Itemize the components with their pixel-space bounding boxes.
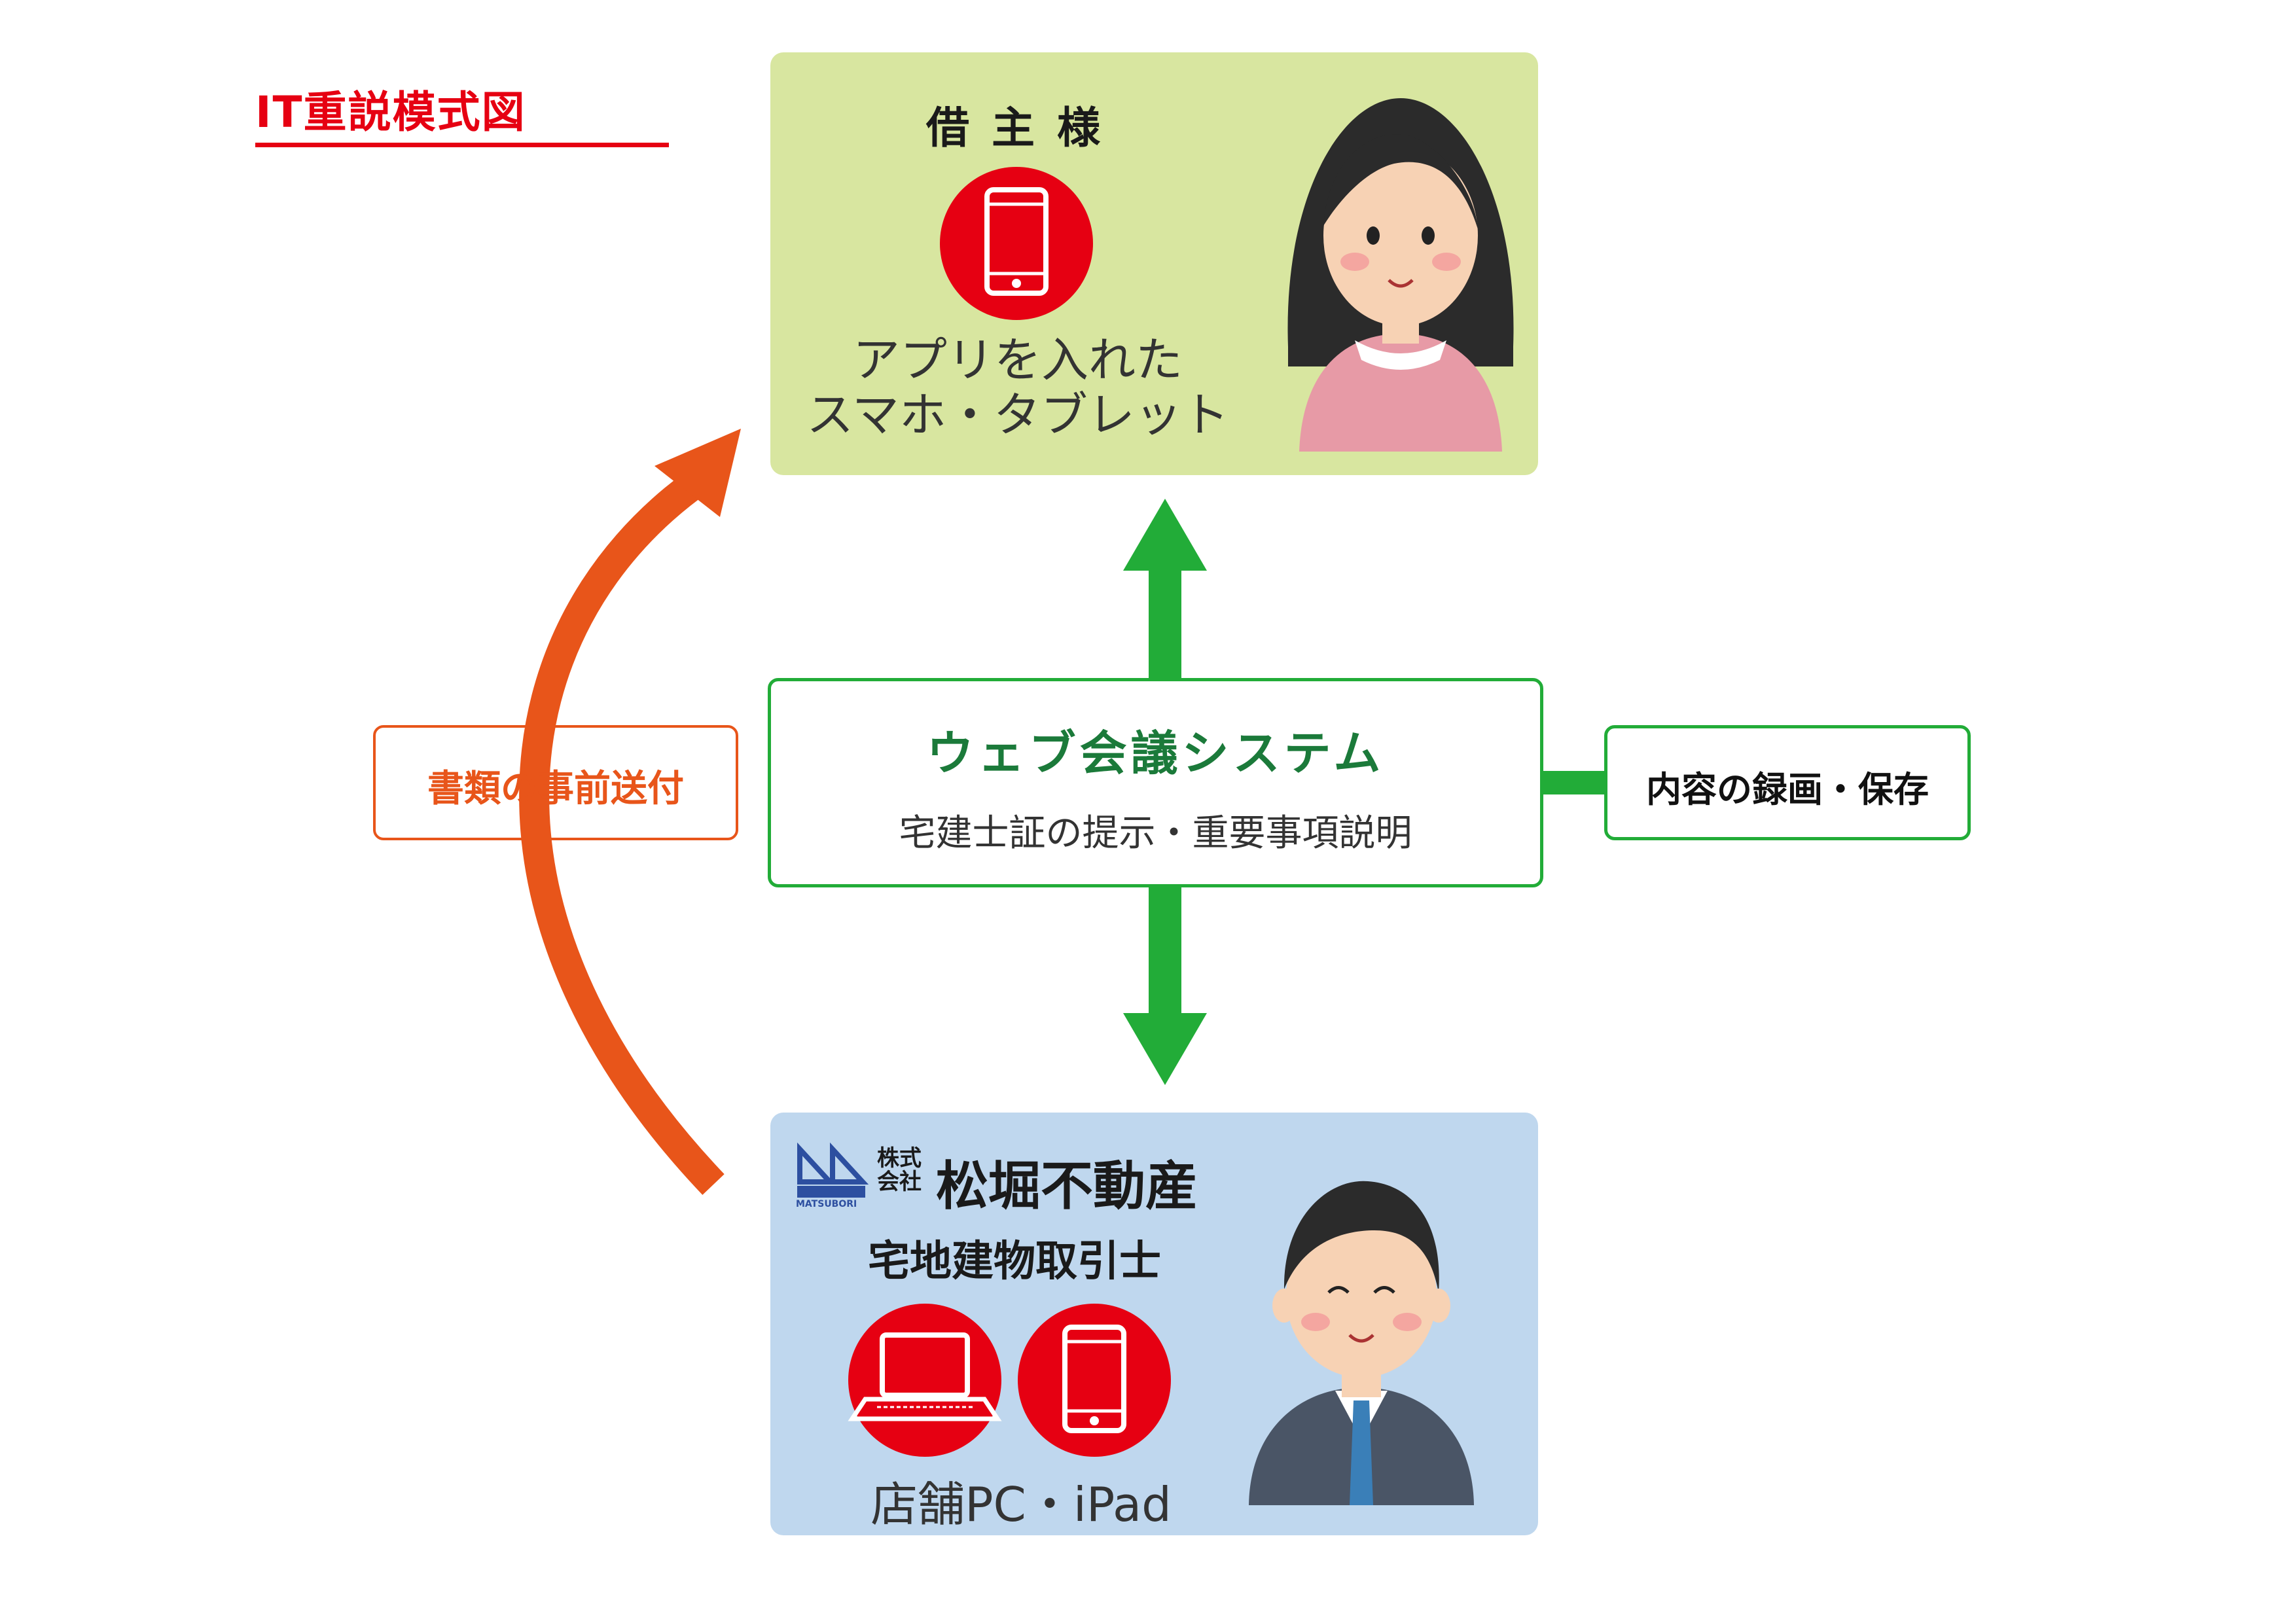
- documents-box: [373, 725, 738, 840]
- documents-label: 書類の事前送付: [427, 768, 684, 810]
- logo-caption: MATSUBORI: [796, 1199, 857, 1209]
- arrow-curve-orange: [519, 429, 741, 1195]
- company-logo-icon: [797, 1142, 869, 1198]
- borrower-device-label: アプリを入れた スマホ・タブレット: [805, 332, 1230, 442]
- laptop-icon: [848, 1304, 1002, 1457]
- borrower-device-line2: スマホ・タブレット: [806, 387, 1229, 442]
- borrower-device-line1: アプリを入れた: [852, 332, 1183, 387]
- company-prefix-line2: 会社: [877, 1169, 922, 1195]
- woman-illustration: [1287, 98, 1514, 452]
- company-prefix: 株式 会社: [877, 1147, 922, 1194]
- recording-label: 内容の録画・保存: [1646, 769, 1929, 810]
- agent-role-label: 宅地建物取引士: [868, 1238, 1161, 1286]
- borrower-label: 借主様: [926, 103, 1122, 153]
- arrow-up-green: [1123, 499, 1207, 678]
- company-prefix-line1: 株式: [877, 1145, 922, 1171]
- ipad-phone-icon: [1018, 1304, 1171, 1457]
- web-meeting-title: ウェブ会議システム: [926, 726, 1385, 781]
- diagram-title: IT重説模式図: [255, 87, 526, 137]
- title-underline: [255, 143, 669, 147]
- company-name: 松堀不動産: [936, 1156, 1198, 1217]
- agent-devices-label: 店舗PC・iPad: [870, 1477, 1172, 1532]
- web-meeting-subtitle: 宅建士証の提示・重要事項説明: [899, 812, 1412, 855]
- arrow-down-green: [1123, 887, 1207, 1085]
- smartphone-icon: [940, 167, 1093, 320]
- web-meeting-box: [768, 678, 1543, 887]
- businessman-illustration: [1249, 1181, 1474, 1505]
- record-connector: [1543, 771, 1604, 794]
- recording-box: [1604, 725, 1971, 840]
